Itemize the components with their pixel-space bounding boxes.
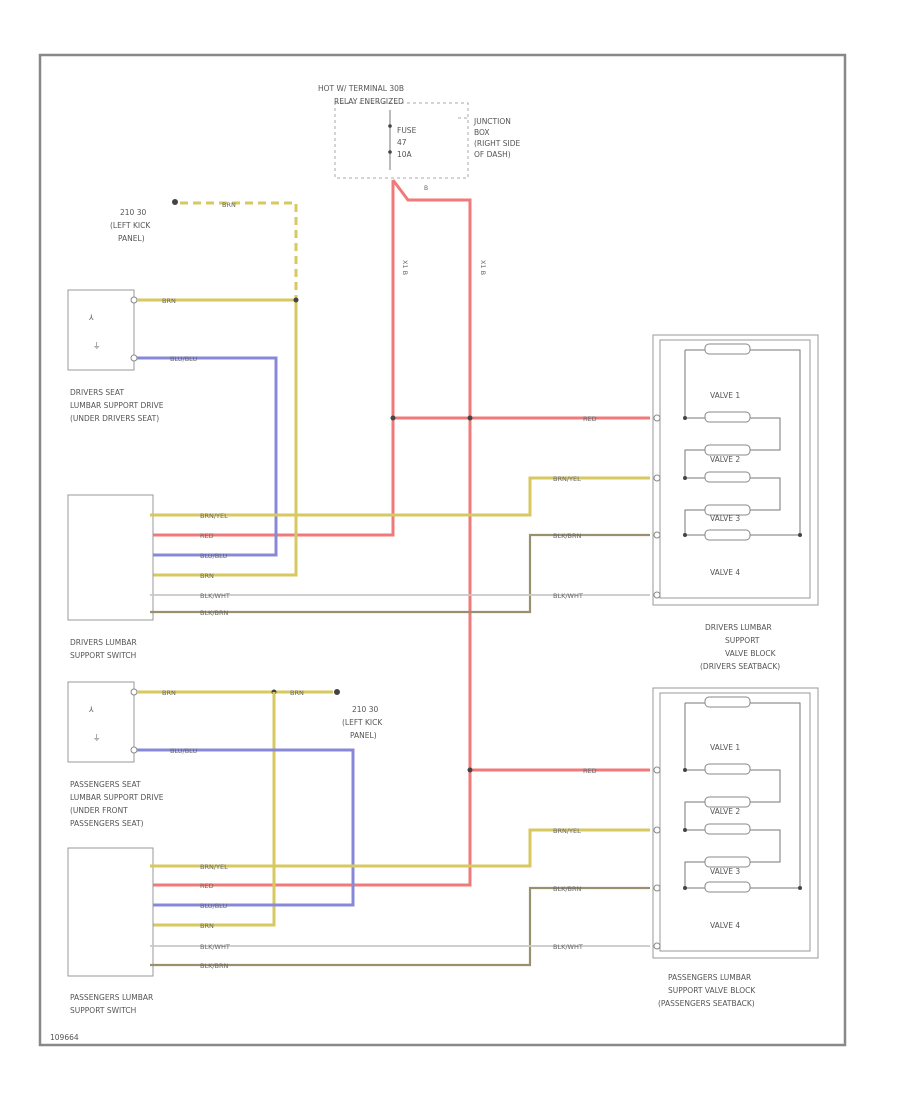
- pass-switch-label-2: SUPPORT SWITCH: [70, 1006, 136, 1015]
- pass-valve-label-3: (PASSENGERS SEATBACK): [658, 999, 755, 1008]
- pass-ground-symbol-icon: ⏚: [93, 733, 101, 742]
- junction-box: [334, 102, 469, 179]
- wire-label-brn-pground: BRN: [290, 689, 304, 697]
- driver-valve-label-2: SUPPORT: [725, 636, 760, 645]
- wire-label-brn-ground-top: BRN: [222, 201, 236, 209]
- pass-valve-label-1: PASSENGERS LUMBAR: [668, 973, 751, 982]
- pv-valve3: VALVE 3: [710, 867, 740, 876]
- driver-valve-label-3: VALVE BLOCK: [725, 649, 777, 658]
- driver-drive-label-2: LUMBAR SUPPORT DRIVE: [70, 401, 164, 410]
- wire-label-blkwht-ps: BLK/WHT: [200, 943, 230, 951]
- dv-valve4: VALVE 4: [710, 568, 740, 577]
- ground-top-1: 210 30: [120, 208, 146, 217]
- wire-label-blu-ps: BLU/BLU: [200, 902, 227, 910]
- wire-label-blkwht-dv: BLK/WHT: [553, 592, 583, 600]
- driver-valve-label-1: DRIVERS LUMBAR: [705, 623, 772, 632]
- fuse-title-1: HOT W/ TERMINAL 30B: [318, 84, 404, 93]
- wire-label-red-dv: RED: [583, 415, 597, 423]
- ground-mid-2: (LEFT KICK: [342, 718, 383, 727]
- fuse-label-3: 10A: [397, 150, 413, 159]
- driver-switch-box: [67, 494, 154, 621]
- wire-label-red-ps: RED: [200, 882, 214, 890]
- fuse-title-2: RELAY ENERGIZED: [334, 97, 404, 106]
- pass-drive-label-4: PASSENGERS SEAT): [70, 819, 144, 828]
- driver-drive-label-3: (UNDER DRIVERS SEAT): [70, 414, 159, 423]
- wire-label-blkbrn-ps: BLK/BRN: [200, 962, 229, 970]
- pv-valve2: VALVE 2: [710, 807, 740, 816]
- pass-motor-icon: ⅄: [89, 705, 94, 714]
- fuse-label-1: FUSE: [397, 126, 417, 135]
- pv-valve4: VALVE 4: [710, 921, 740, 930]
- dv-valve2: VALVE 2: [710, 455, 740, 464]
- wire-label-x1-left: X1 B: [401, 260, 409, 275]
- wire-label-x1-right: X1 B: [479, 260, 487, 275]
- junction-label-4: OF DASH): [474, 150, 511, 159]
- ground-mid-1: 210 30: [352, 705, 378, 714]
- junction-label-2: BOX: [474, 128, 490, 137]
- dv-valve3: VALVE 3: [710, 514, 740, 523]
- pass-drive-box: [67, 681, 135, 763]
- wire-label-blkbrn-pv: BLK/BRN: [553, 885, 582, 893]
- wire-label-blu-drive: BLU/BLU: [170, 355, 197, 363]
- driver-switch-label-1: DRIVERS LUMBAR: [70, 638, 137, 647]
- motor-icon: ⅄: [89, 313, 94, 322]
- wire-label-blkbrn-dv: BLK/BRN: [553, 532, 582, 540]
- wire-label-brn-ps: BRN: [200, 922, 214, 930]
- wire-label-brn-pdrive: BRN: [162, 689, 176, 697]
- wire-label-blkwht-ds: BLK/WHT: [200, 592, 230, 600]
- footer-id: 109664: [50, 1033, 79, 1042]
- pv-valve1: VALVE 1: [710, 743, 740, 752]
- wire-label-blu-pdrive: BLU/BLU: [170, 747, 197, 755]
- wire-label-red-ds: RED: [200, 532, 214, 540]
- pass-drive-label-2: LUMBAR SUPPORT DRIVE: [70, 793, 164, 802]
- fuse-label-2: 47: [397, 138, 407, 147]
- dv-valve1: VALVE 1: [710, 391, 740, 400]
- fuse-pin-b: B: [424, 185, 428, 192]
- wire-label-brnyel-dv: BRN/YEL: [553, 475, 581, 483]
- diagram-frame: [38, 53, 847, 1047]
- ground-mid-3: PANEL): [350, 731, 377, 740]
- driver-drive-label-1: DRIVERS SEAT: [70, 388, 124, 397]
- wire-label-brn-drive: BRN: [162, 297, 176, 305]
- driver-valve-label-4: (DRIVERS SEATBACK): [700, 662, 780, 671]
- junction-label-3: (RIGHT SIDE: [474, 139, 521, 148]
- ground-top-3: PANEL): [118, 234, 145, 243]
- pass-switch-box: [67, 847, 154, 977]
- wire-label-blkbrn-ds: BLK/BRN: [200, 609, 229, 617]
- wire-label-blu-ds: BLU/BLU: [200, 552, 227, 560]
- wire-label-red-pv: RED: [583, 767, 597, 775]
- wire-label-brn-ds: BRN: [200, 572, 214, 580]
- wire-label-brnyel-pv: BRN/YEL: [553, 827, 581, 835]
- pass-drive-label-1: PASSENGERS SEAT: [70, 780, 141, 789]
- driver-drive-box: [67, 289, 135, 371]
- pass-drive-label-3: (UNDER FRONT: [70, 806, 128, 815]
- wire-label-brnyel-ds: BRN/YEL: [200, 512, 228, 520]
- driver-switch-label-2: SUPPORT SWITCH: [70, 651, 136, 660]
- wire-label-brnyel-ps: BRN/YEL: [200, 863, 228, 871]
- ground-top-2: (LEFT KICK: [110, 221, 151, 230]
- ground-symbol-icon: ⏚: [93, 341, 101, 350]
- wire-label-blkwht-pv: BLK/WHT: [553, 943, 583, 951]
- junction-label-1: JUNCTION: [473, 117, 511, 126]
- pass-switch-label-1: PASSENGERS LUMBAR: [70, 993, 153, 1002]
- pass-valve-label-2: SUPPORT VALVE BLOCK: [668, 986, 756, 995]
